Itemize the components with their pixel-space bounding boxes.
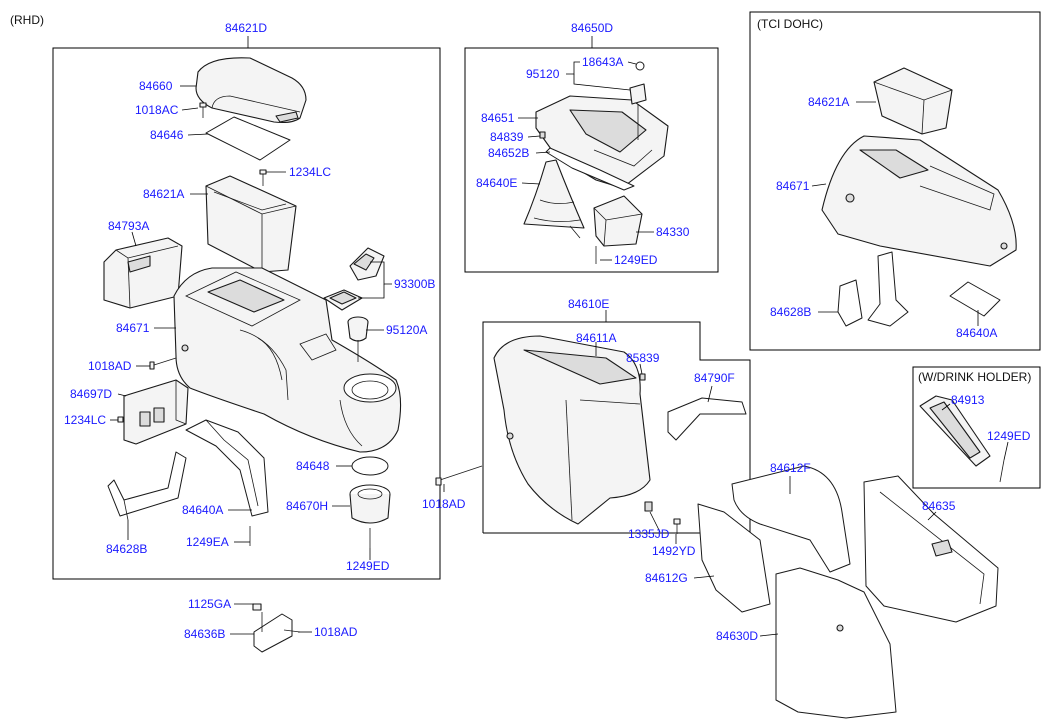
label-1234LC-top: 1234LC [289,165,331,179]
label-84671-tci: 84671 [776,179,810,193]
label-1335JD: 1335JD [628,527,670,541]
panel-84635-drawing [863,475,999,623]
tci-dohc-frame [749,11,1041,351]
switch-parts-drawing [323,247,385,311]
rear-console-84611a-drawing [493,335,651,525]
side-pocket-drawing [103,237,183,309]
label-95120A: 95120A [386,323,427,337]
label-84648: 84648 [296,459,330,473]
label-84630D: 84630D [716,629,758,643]
screw-1018ad-rear-drawing [435,465,483,486]
shift-knob-95120-drawing [629,61,647,140]
label-95120: 95120 [526,67,560,81]
clip-84839-drawing [539,131,546,139]
label-84640E: 84640E [476,176,517,190]
tci-cover-84640a-drawing [949,281,1001,317]
console-body-drawing [173,267,402,453]
drink-holder-84913-drawing [919,395,1005,483]
label-84640A-tci: 84640A [956,326,997,340]
armrest-pad-drawing [205,116,291,161]
cup-holder-84670h-drawing [349,484,391,524]
rhd-header: (RHD) [10,13,44,27]
bracket-84628b-left-drawing [107,451,187,521]
drink-holder-frame [912,366,1041,489]
screw-1018ad-left-drawing [149,357,177,370]
label-84636B: 84636B [184,627,225,641]
label-1249ED-drink: 1249ED [987,429,1031,443]
label-1234LC-lower: 1234LC [64,413,106,427]
tci-bin-84621a-drawing [873,67,953,135]
label-84650D: 84650D [571,21,613,35]
label-1018AD-main: 1018AD [88,359,132,373]
clip-85839-drawing [639,373,646,381]
label-84610E: 84610E [568,297,609,311]
label-84628B-tci: 84628B [770,305,811,319]
panel-84612f-drawing [731,465,851,573]
label-84697D: 84697D [70,387,112,401]
label-84652B: 84652B [488,146,529,160]
shift-boot-frame [464,47,719,273]
label-84839: 84839 [490,130,524,144]
label-18643A: 18643A [582,55,623,69]
label-84611A: 84611A [576,331,616,345]
label-84793A: 84793A [108,219,149,233]
label-84670H: 84670H [286,499,328,513]
label-84628B-main: 84628B [106,542,147,556]
label-84612G: 84612G [645,571,688,585]
screw-1234lc-lower-drawing [117,416,124,423]
label-1018AD-bottom: 1018AD [314,625,358,639]
main-console-frame [52,47,441,580]
label-1018AD-rear: 1018AD [422,497,466,511]
bracket-84790f-drawing [667,397,747,441]
label-84612F: 84612F [770,461,811,475]
label-84913: 84913 [951,393,985,407]
label-84635: 84635 [922,499,956,513]
panel-84612g-drawing [697,503,771,613]
label-84646: 84646 [150,128,184,142]
shift-plate-84651-drawing [535,95,669,189]
label-1018AC: 1018AC [135,103,179,117]
shift-knob-95120a-drawing [347,316,369,362]
label-84621A-main: 84621A [143,187,184,201]
bracket-84697d-drawing [123,379,189,445]
label-84790F: 84790F [694,371,735,385]
tci-console-84671-drawing [821,135,1017,267]
label-1249ED-boot: 1249ED [614,253,658,267]
ring-84648-drawing [351,456,389,476]
label-85839: 85839 [626,351,660,365]
label-84621A-tci: 84621A [808,95,849,109]
label-84330: 84330 [656,225,690,239]
label-84671-main: 84671 [116,321,150,335]
label-1249EA: 1249EA [186,535,229,549]
screw-1492yd-drawing [673,518,681,534]
label-1249ED-main: 1249ED [346,559,390,573]
tci-bracket-84628b-drawing [837,251,909,327]
tci-dohc-header: (TCI DOHC) [757,17,823,31]
label-1492YD: 1492YD [652,544,696,558]
armrest-lid-drawing [195,57,307,124]
label-1125GA: 1125GA [188,597,231,611]
screw-1018ac-drawing [199,102,207,118]
panel-84630d-drawing [775,567,897,719]
shift-boot-84640e-drawing [523,159,585,239]
clip-1335jd-drawing [644,501,653,512]
cover-84640a-left-drawing [185,419,269,517]
label-84621D: 84621D [225,21,267,35]
ashtray-84330-drawing [593,195,643,247]
drink-holder-header: (W/DRINK HOLDER) [918,370,1031,384]
label-84640A-main: 84640A [182,503,223,517]
label-93300B: 93300B [394,277,435,291]
screw-1234lc-drawing [259,169,267,186]
storage-bin-drawing [205,175,297,273]
bracket-84636b-drawing [252,603,301,653]
label-84660: 84660 [139,79,173,93]
label-84651: 84651 [481,111,515,125]
leader-lines [110,36,1009,637]
